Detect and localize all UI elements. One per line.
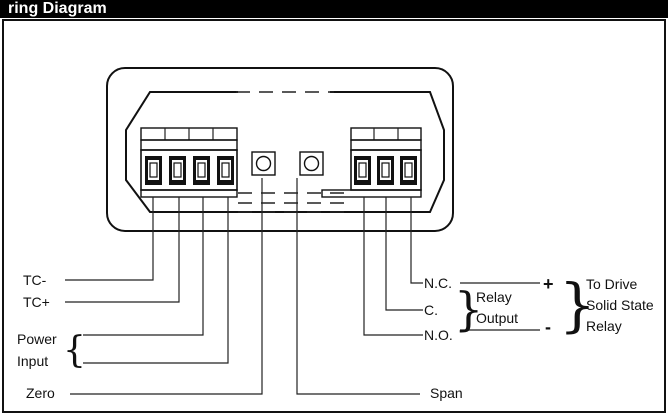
label-span: Span	[430, 385, 463, 401]
wire-tc-plus	[65, 197, 180, 303]
wire-zero	[70, 178, 263, 395]
brace-relay: }	[454, 282, 483, 336]
label-tc-minus: TC-	[23, 272, 47, 288]
label-solid-state: Solid State	[586, 297, 654, 313]
header-bar	[0, 0, 668, 18]
label-relay-target: Relay	[586, 318, 622, 334]
wire-span	[296, 178, 420, 395]
brace-drive: }	[559, 271, 596, 339]
terminal-screw-power-2	[217, 156, 234, 185]
header-title: ring Diagram	[8, 0, 107, 17]
meter-bezel	[106, 67, 454, 232]
label-power: Power	[17, 331, 57, 347]
span-pot	[299, 151, 324, 176]
label-nc: N.C.	[424, 275, 452, 291]
terminal-screw-nc	[400, 156, 417, 185]
wire-power-2	[83, 197, 229, 364]
terminal-screw-no	[354, 156, 371, 185]
label-relay: Relay	[476, 289, 512, 305]
sign-minus: -	[545, 317, 551, 337]
zero-pot	[251, 151, 276, 176]
terminal-screw-c	[377, 156, 394, 185]
wire-no	[363, 197, 423, 336]
diagram-frame	[2, 19, 666, 413]
terminal-block-right	[321, 127, 422, 198]
wire-c	[385, 197, 423, 311]
label-zero: Zero	[26, 385, 55, 401]
label-input: Input	[17, 353, 48, 369]
terminal-screw-tc-plus	[169, 156, 186, 185]
label-tc-plus: TC+	[23, 294, 50, 310]
meter-face	[125, 91, 445, 213]
label-no: N.O.	[424, 327, 453, 343]
wire-power-1	[83, 197, 204, 336]
label-output: Output	[476, 310, 518, 326]
terminal-screw-tc-minus	[145, 156, 162, 185]
sign-plus: +	[543, 274, 554, 294]
wire-nc	[410, 197, 423, 284]
terminal-block-left	[140, 127, 238, 198]
wire-tc-minus	[65, 197, 154, 281]
label-to-drive: To Drive	[586, 276, 638, 292]
terminal-screw-power-1	[193, 156, 210, 185]
label-c: C.	[424, 302, 438, 318]
brace-power: {	[63, 330, 86, 371]
